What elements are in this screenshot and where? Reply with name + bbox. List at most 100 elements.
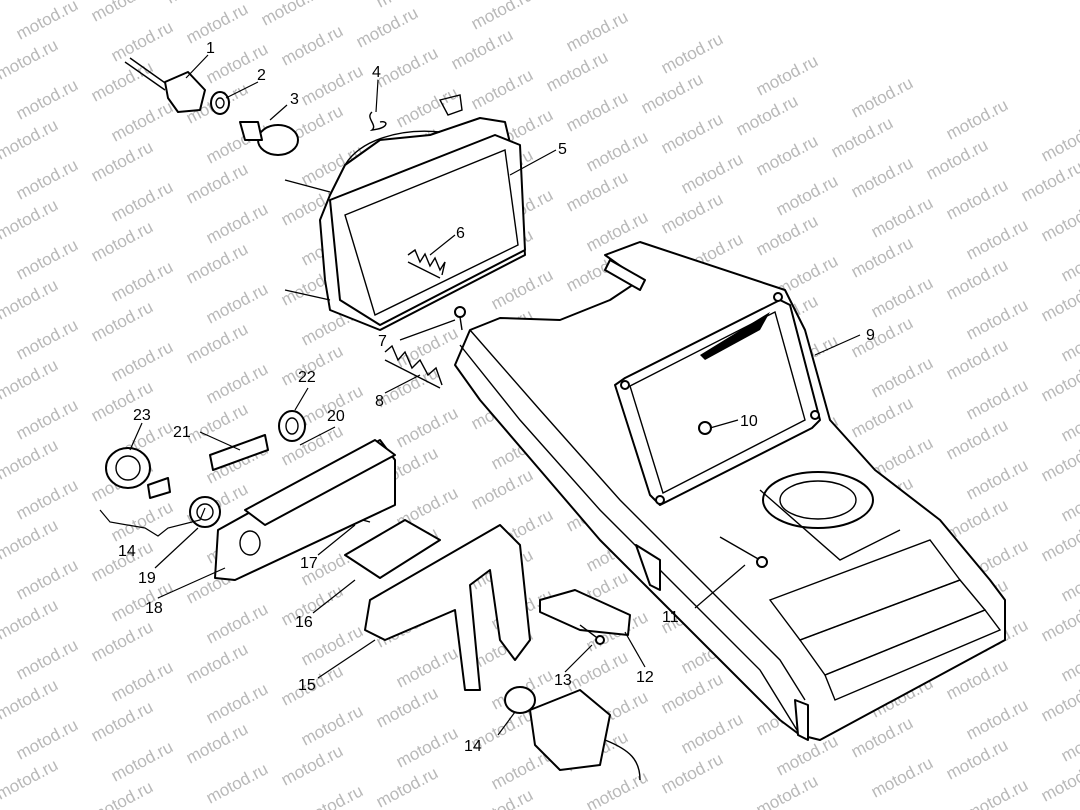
watermark-text: motod.ru <box>108 257 176 305</box>
watermark-text: motod.ru <box>658 29 726 77</box>
hood-console-part-9 <box>454 241 1006 741</box>
watermark-text: motod.ru <box>943 175 1011 223</box>
ignition-switch-part-14-lower <box>504 686 641 781</box>
watermark-text: motod.ru <box>0 195 61 243</box>
watermark-text: motod.ru <box>13 715 81 763</box>
callout-17: 17 <box>300 555 318 572</box>
watermark-text: motod.ru <box>848 393 916 441</box>
watermark-text: motod.ru <box>393 723 461 771</box>
watermark-text: motod.ru <box>868 753 936 801</box>
watermark-text: motod.ru <box>13 395 81 443</box>
watermark-text: motod.ru <box>13 235 81 283</box>
callout-labels: 1 2 3 4 5 6 7 8 9 10 11 12 13 14 15 16 1… <box>118 40 875 755</box>
screw-part-11 <box>719 536 768 568</box>
watermark-text: motod.ru <box>108 497 176 545</box>
watermark-text: motod.ru <box>298 781 366 810</box>
callout-18: 18 <box>145 600 163 617</box>
callout-14-upper: 14 <box>118 543 136 560</box>
watermark-text: motod.ru <box>1038 757 1080 805</box>
callout-20: 20 <box>327 408 345 425</box>
relay-part-16 <box>344 519 441 579</box>
screw-part-10 <box>698 421 712 435</box>
watermark-text: motod.ru <box>753 771 821 810</box>
watermark-text: motod.ru <box>848 233 916 281</box>
watermark-text: motod.ru <box>963 775 1031 810</box>
watermark-text: motod.ru <box>1038 677 1080 725</box>
callout-9: 9 <box>866 327 875 344</box>
watermark-text: motod.ru <box>1038 437 1080 485</box>
watermark-text: motod.ru <box>868 193 936 241</box>
watermark-text: motod.ru <box>488 265 556 313</box>
wire-spring-part-4 <box>369 111 387 131</box>
callout-21: 21 <box>173 424 191 441</box>
callout-23: 23 <box>133 407 151 424</box>
callout-4: 4 <box>372 64 381 81</box>
socket-part-2 <box>210 91 230 115</box>
watermark-text: motod.ru <box>88 617 156 665</box>
watermark-text: motod.ru <box>88 297 156 345</box>
watermark-text: motod.ru <box>0 35 61 83</box>
watermark-text: motod.ru <box>658 109 726 157</box>
callout-10: 10 <box>740 413 758 430</box>
watermark-text: motod.ru <box>963 215 1031 263</box>
watermark-text: motod.ru <box>1058 317 1080 365</box>
watermark-text: motod.ru <box>1058 477 1080 525</box>
watermark-text: motod.ru <box>13 635 81 683</box>
watermark-text: motod.ru <box>108 97 176 145</box>
watermark-text: motod.ru <box>13 555 81 603</box>
watermark-text: motod.ru <box>0 435 61 483</box>
spring-part-6 <box>407 248 446 279</box>
spring-part-8 <box>384 344 443 389</box>
watermark-text: motod.ru <box>583 767 651 810</box>
watermark-text: motod.ru <box>923 135 991 183</box>
watermark-text: motod.ru <box>963 375 1031 423</box>
watermark-text: motod.ru <box>848 153 916 201</box>
watermark-text: motod.ru <box>13 155 81 203</box>
watermark-text: motod.ru <box>393 643 461 691</box>
watermark-text: motod.ru <box>753 131 821 179</box>
watermark-text: motod.ru <box>563 87 631 135</box>
watermark-text: motod.ru <box>203 679 271 727</box>
watermark-text: motod.ru <box>963 455 1031 503</box>
callout-15: 15 <box>298 677 316 694</box>
label-part-21 <box>209 434 269 471</box>
watermark-text: motod.ru <box>183 319 251 367</box>
watermark-text: motod.ru <box>1038 357 1080 405</box>
watermark-text: motod.ru <box>1038 197 1080 245</box>
watermark-text: motod.ru <box>848 73 916 121</box>
watermark-text: motod.ru <box>563 7 631 55</box>
watermark-text: motod.ru <box>0 515 61 563</box>
watermark-text: motod.ru <box>943 735 1011 783</box>
watermark-text: motod.ru <box>563 167 631 215</box>
watermark-text: motod.ru <box>108 337 176 385</box>
watermark-text: motod.ru <box>0 355 61 403</box>
watermark-text: motod.ru <box>678 149 746 197</box>
key-switch-part-23 <box>105 447 171 499</box>
callout-5: 5 <box>558 141 567 158</box>
fuse-block-part-20 <box>244 439 396 526</box>
watermark-text: motod.ru <box>943 255 1011 303</box>
watermark-text: motod.ru <box>0 115 61 163</box>
watermark-text: motod.ru <box>13 475 81 523</box>
watermark-text: motod.ru <box>0 595 61 643</box>
watermark-text: motod.ru <box>88 137 156 185</box>
watermark-text: motod.ru <box>183 639 251 687</box>
watermark-text: motod.ru <box>203 599 271 647</box>
watermark-text: motod.ru <box>278 741 346 789</box>
bulb-part-3 <box>239 121 299 156</box>
watermark-text: motod.ru <box>1018 157 1080 205</box>
watermark-text: motod.ru <box>393 83 461 131</box>
bracket-part-15 <box>364 524 531 691</box>
watermark-text: motod.ru <box>543 47 611 95</box>
callout-2: 2 <box>257 67 266 84</box>
watermark-text: motod.ru <box>183 0 251 48</box>
watermark-text: motod.ru <box>108 17 176 65</box>
grommet-part-22 <box>278 410 306 442</box>
watermark-text: motod.ru <box>963 295 1031 343</box>
screw-part-7 <box>454 306 466 331</box>
watermark-text: motod.ru <box>868 353 936 401</box>
watermark-text: motod.ru <box>468 65 536 113</box>
watermark-text: motod.ru <box>1038 277 1080 325</box>
watermark-text: motod.ru <box>1058 557 1080 605</box>
